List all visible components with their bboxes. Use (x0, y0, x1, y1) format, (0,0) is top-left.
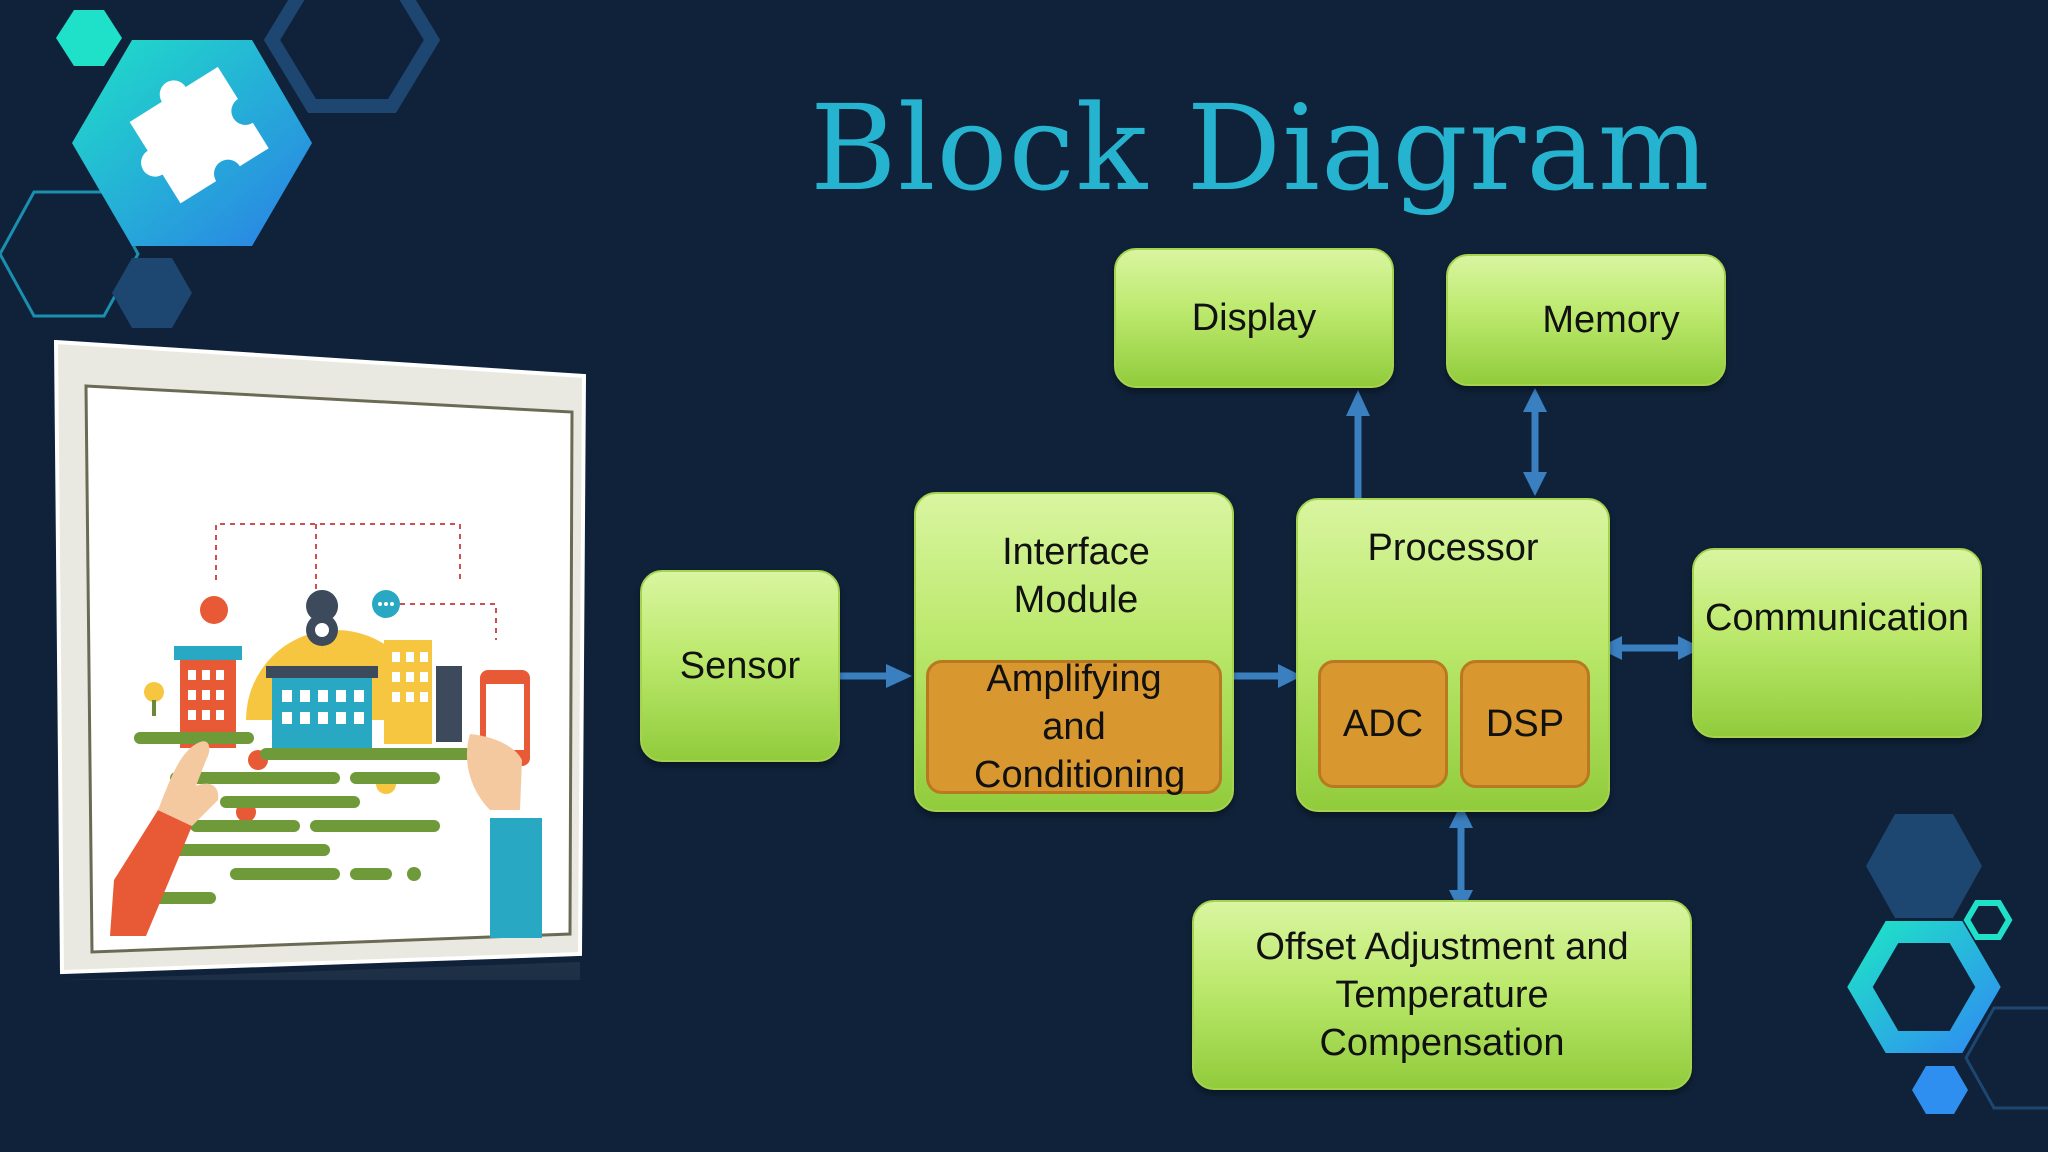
hexagon-outline (1963, 900, 2013, 940)
block-offset-adjustment: Offset Adjustment and Temperature Compen… (1192, 900, 1692, 1090)
communication-label: Communication (1705, 597, 1969, 639)
hexagon-shape (112, 258, 192, 328)
smart-city-illustration (53, 340, 587, 980)
display-label: Display (1191, 297, 1317, 339)
hexagon-outline (1964, 1006, 2048, 1110)
processor-label: Processor (1367, 527, 1539, 569)
dsp-label: DSP (1485, 703, 1565, 745)
block-adc: ADC (1318, 660, 1448, 788)
hexagon-outline (263, 0, 441, 113)
block-dsp: DSP (1460, 660, 1590, 788)
block-communication: Communication (1692, 548, 1982, 738)
hexagon-shape (56, 10, 122, 66)
hexagon-shape (1866, 814, 1982, 918)
interface-module-label: Interface Module (1002, 531, 1150, 621)
hexagon-outline (1847, 921, 2001, 1053)
block-amplifying-conditioning: Amplifying and Conditioning (926, 658, 1222, 796)
hexagon-shape (1912, 1066, 1968, 1114)
slide-title: Block Diagram (810, 79, 1711, 217)
block-processor: Processor ADC DSP (1296, 498, 1610, 812)
arrows (840, 388, 1702, 914)
hexagon-outline (0, 190, 140, 318)
offset-adjustment-label: Offset Adjustment and Temperature Compen… (1255, 926, 1629, 1064)
memory-label: Memory (1542, 299, 1680, 341)
block-memory: Memory (1446, 254, 1726, 386)
adc-label: ADC (1342, 703, 1424, 745)
amplifying-conditioning-label: Amplifying and Conditioning (974, 658, 1186, 796)
puzzle-piece-icon (129, 66, 269, 204)
block-display: Display (1114, 248, 1394, 388)
block-interface-module: Interface Module Amplifying and Conditio… (914, 492, 1234, 812)
block-sensor: Sensor (640, 570, 840, 762)
sensor-label: Sensor (679, 645, 801, 687)
